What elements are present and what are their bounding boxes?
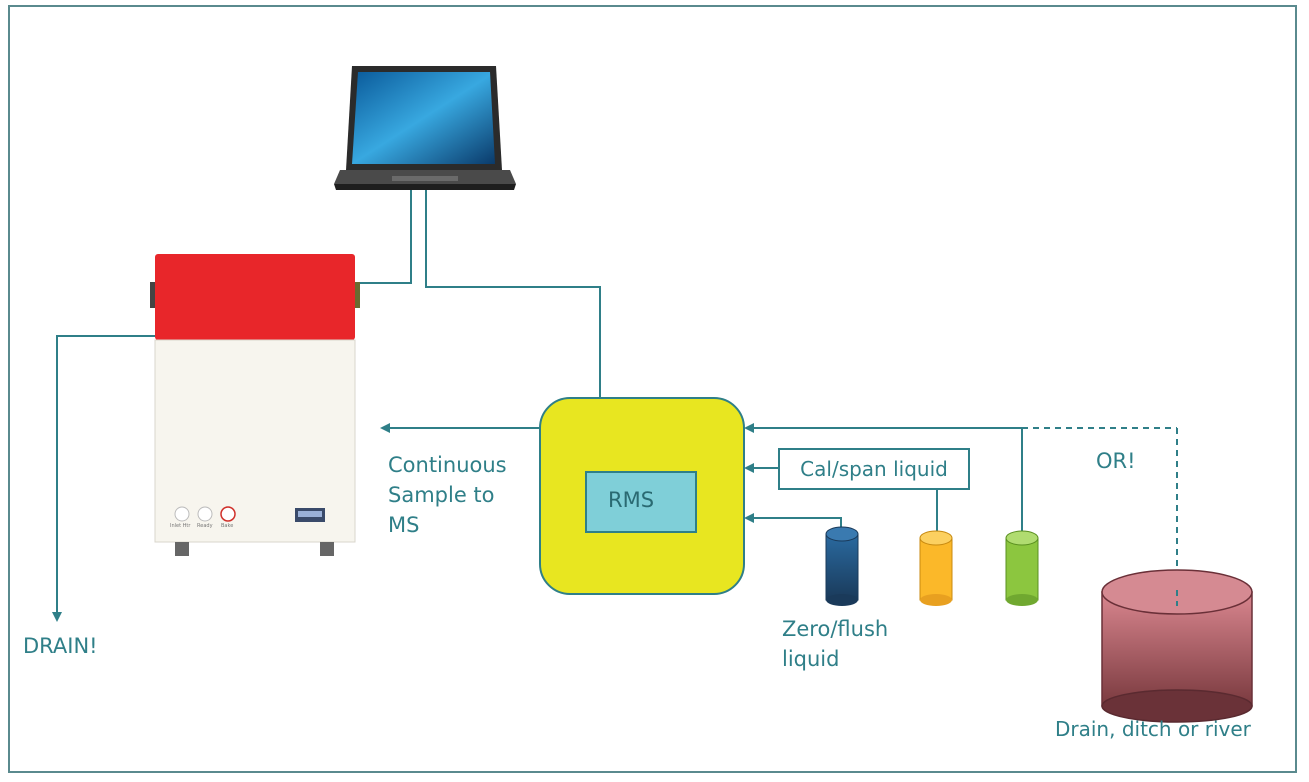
zero-flush-bottle (825, 526, 859, 606)
cal-span-label: Cal/span liquid (778, 448, 970, 490)
drain-tank (1101, 569, 1253, 723)
continuous-line-1: Continuous (388, 453, 507, 477)
continuous-sample-label: Continuous Sample to MS (388, 450, 507, 540)
drain-ditch-river-label: Drain, ditch or river (1055, 717, 1251, 741)
mass-spectrometer (150, 254, 360, 556)
continuous-line-3: MS (388, 513, 420, 537)
knob-label-ready: Ready (197, 523, 213, 529)
continuous-line-2: Sample to (388, 483, 495, 507)
laptop-cable-to-rms (425, 190, 601, 408)
or-label: OR! (1096, 449, 1136, 473)
drain-label: DRAIN! (23, 634, 98, 658)
laptop-cable-to-instrument (356, 190, 412, 284)
knob-label-inlet: Inlet Htr (170, 523, 191, 529)
cal-span-bottle (919, 530, 953, 606)
drain-line (52, 335, 155, 622)
laptop-icon (334, 66, 516, 190)
third-liquid-bottle (1005, 530, 1039, 606)
zero-line-2: liquid (782, 647, 840, 671)
rms-label: RMS (608, 488, 655, 512)
knob-label-bake: Bake (221, 523, 234, 529)
zero-line-1: Zero/flush (782, 617, 889, 641)
rms-inner-box (585, 471, 697, 533)
zero-flush-label: Zero/flush liquid (782, 614, 888, 674)
